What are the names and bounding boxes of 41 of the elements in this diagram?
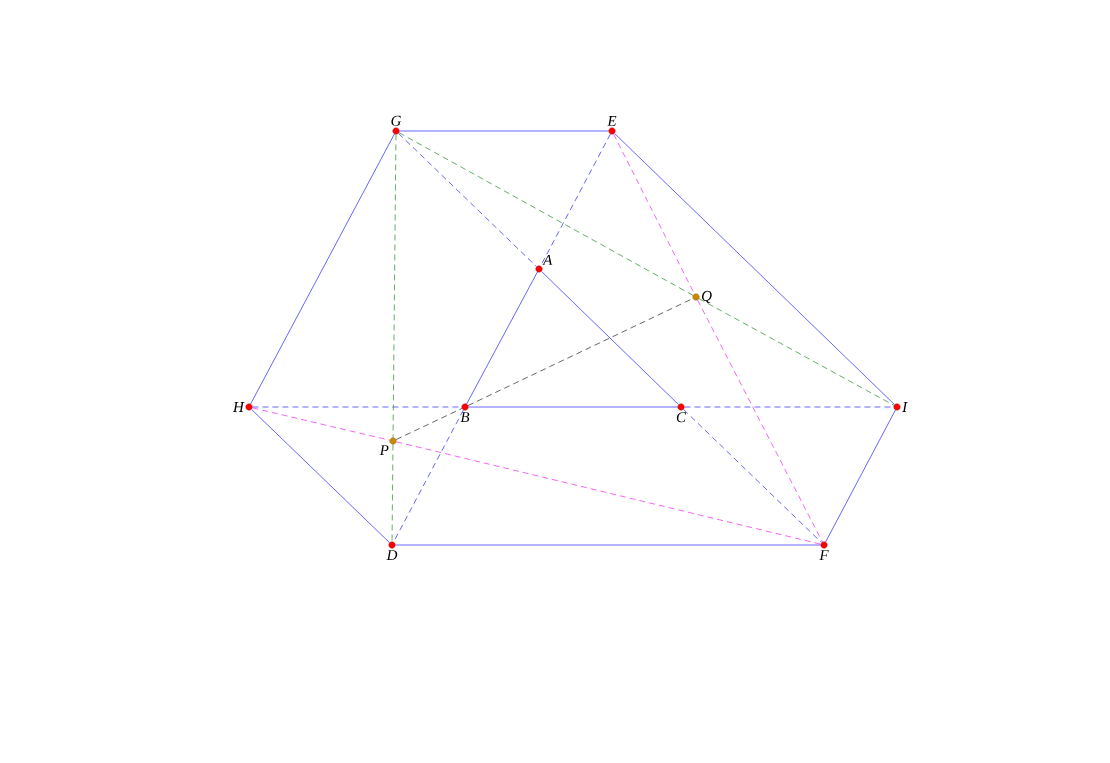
dashed-line (392, 134, 397, 438)
dashed-line (252, 407, 390, 441)
node-label: F (819, 550, 829, 560)
node-label: P (379, 445, 389, 455)
node-label: I (902, 402, 908, 412)
line-segment (250, 133, 395, 405)
node-label: D (386, 550, 398, 561)
point: E (607, 116, 617, 135)
point: I (893, 402, 908, 412)
line-segment (541, 271, 679, 405)
line-segment (399, 130, 609, 132)
point: D (386, 541, 398, 560)
dashed-line (683, 409, 822, 543)
line-segment (825, 409, 896, 543)
dashed-line (398, 132, 694, 296)
point: Q (692, 290, 712, 304)
node-label: Q (701, 290, 712, 304)
point: A (535, 254, 553, 273)
line-segment (466, 271, 538, 405)
node-label: G (391, 115, 402, 126)
node-label: B (460, 412, 470, 423)
node-label: A (542, 254, 553, 265)
dashed-line (391, 444, 394, 542)
line-segment (251, 409, 390, 543)
line-segment (468, 406, 678, 408)
point: H (232, 402, 253, 412)
point: F (819, 541, 829, 560)
dashed-line (698, 298, 895, 406)
point: G (391, 115, 402, 135)
dashed-line (697, 299, 823, 543)
line-segment (395, 544, 821, 546)
point: B (460, 403, 470, 423)
dashed-line (396, 441, 821, 545)
node-label: H (232, 402, 245, 412)
point: P (379, 437, 397, 455)
point: C (676, 403, 687, 423)
dashed-line (398, 133, 537, 267)
line-segment (614, 133, 895, 405)
dashed-line (395, 408, 463, 440)
node-label: E (607, 116, 617, 126)
node-label: C (676, 412, 687, 423)
